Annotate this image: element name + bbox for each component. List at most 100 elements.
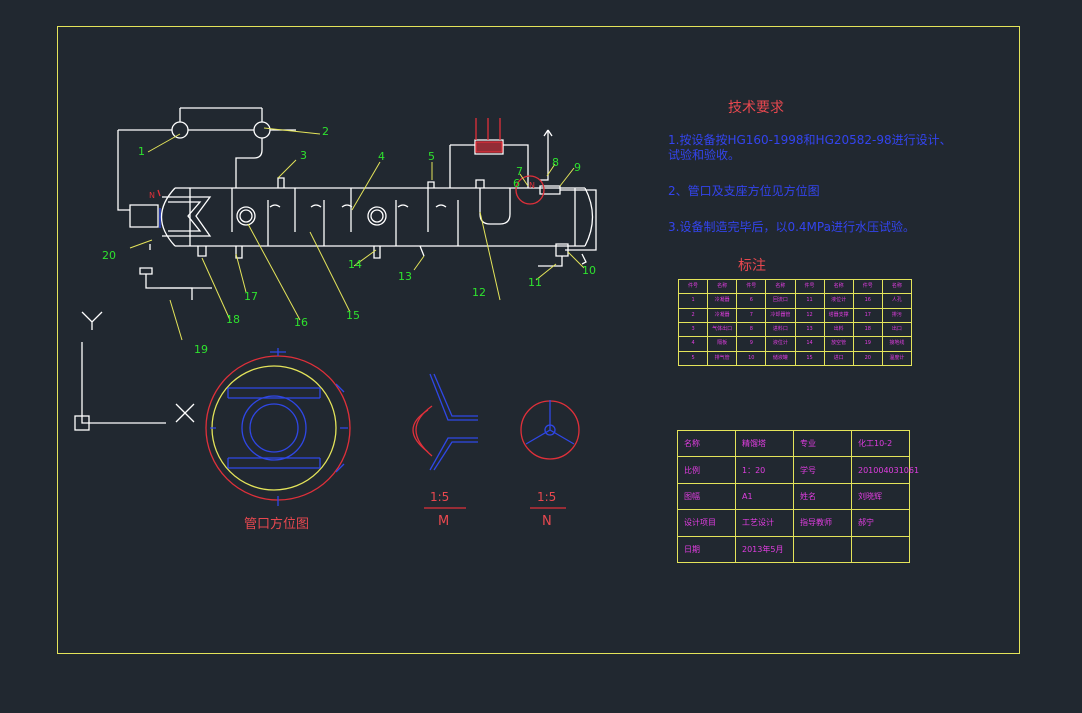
table-cell: 出料: [823, 321, 854, 338]
table-cell: 件号: [794, 278, 825, 295]
leader-lines: [129, 127, 585, 341]
callout-11: 11: [528, 276, 542, 289]
table-cell: 液位计: [823, 293, 854, 309]
title-block-cell: 指导教师: [793, 509, 852, 537]
title-block-cell: 工艺设计: [735, 509, 794, 537]
title-block-cell: 专业: [793, 429, 852, 458]
callout-15: 15: [346, 309, 360, 322]
ucs-axis-icon: [74, 311, 195, 431]
title-block-cell: 图幅: [677, 482, 736, 511]
table-cell: 塔器支撑: [823, 307, 854, 323]
table-cell: 进口: [823, 350, 854, 367]
callout-20: 20: [102, 249, 116, 262]
table-cell: 3: [677, 321, 709, 338]
title-block-cell: [793, 535, 852, 564]
parts-table-header: 件号名称件号名称件号名称件号名称: [677, 278, 913, 295]
table-cell: 温度计: [881, 350, 913, 367]
title-block-row: 名称精馏塔专业化工10-2: [677, 429, 910, 458]
table-cell: 4: [677, 336, 709, 352]
table-cell: 冷凝器: [707, 293, 738, 309]
table-cell: 排气管: [707, 350, 738, 367]
table-cell: 出口: [881, 321, 913, 338]
view-n-label: N: [542, 514, 552, 529]
vessel: [117, 107, 597, 300]
table-cell: 7: [736, 307, 767, 323]
callout-3: 3: [300, 149, 307, 162]
callout-2: 2: [322, 125, 329, 138]
table-cell: 液位计: [765, 336, 796, 352]
title-block-cell: 日期: [677, 535, 736, 564]
table-cell: 5: [677, 350, 709, 367]
vessel-highlights: [157, 118, 553, 228]
view-m-scale: 1:5: [430, 490, 450, 504]
title-block-cell: 设计项目: [677, 509, 736, 537]
callout-6: 6: [513, 177, 520, 190]
callout-4: 4: [378, 150, 385, 163]
table-cell: 进料口: [765, 321, 796, 338]
callout-9: 9: [574, 161, 581, 174]
requirement-1: 1.按设备按HG160-1998和HG20582-98进行设计、试验和验收。: [668, 133, 952, 162]
table-cell: 20: [852, 350, 883, 367]
table-cell: 接地线: [881, 336, 913, 352]
nozzle-orientation-view: [205, 348, 351, 506]
view-m: [412, 373, 478, 509]
callout-5: 5: [428, 150, 435, 163]
table-cell: 件号: [852, 278, 883, 295]
table-cell: 排污: [881, 307, 913, 323]
table-cell: 件号: [736, 278, 767, 295]
table-cell: 19: [852, 336, 883, 352]
title-block-cell: 1：20: [735, 456, 794, 484]
callout-14: 14: [348, 258, 362, 271]
view-n: [520, 400, 580, 509]
title-block-cell: 姓名: [793, 482, 852, 511]
title-block-row: 设计项目工艺设计指导教师郝宁: [677, 509, 910, 537]
table-cell: 气体出口: [707, 321, 738, 338]
table-cell: 17: [852, 307, 883, 323]
callout-7: 7: [516, 165, 523, 178]
table-cell: 15: [794, 350, 825, 367]
callout-17: 17: [244, 290, 258, 303]
drawing-frame: [57, 26, 1020, 654]
requirement-2: 2、管口及支座方位见方位图: [668, 184, 820, 198]
title-block-cell: 郝宁: [851, 509, 910, 537]
title-block-cell: 201004031061: [851, 456, 919, 484]
table-cell: 12: [794, 307, 825, 323]
title-block-cell: 精馏塔: [735, 429, 794, 458]
view-n-scale: 1:5: [537, 490, 557, 504]
legend-title: 标注: [738, 258, 766, 274]
table-cell: 件号: [677, 278, 709, 295]
requirement-3: 3.设备制造完毕后，以0.4MPa进行水压试验。: [668, 220, 915, 234]
view-m-label: M: [438, 514, 450, 529]
title-block-cell: 2013年5月: [735, 535, 794, 564]
title-block-cell: 刘晓辉: [851, 482, 910, 511]
table-cell: 名称: [881, 278, 913, 295]
node-mark-n-right: N: [529, 181, 535, 190]
callout-13: 13: [398, 270, 412, 283]
table-cell: 储液罐: [765, 350, 796, 367]
table-cell: 名称: [823, 278, 854, 295]
callout-18: 18: [226, 313, 240, 326]
callout-1: 1: [138, 145, 145, 158]
table-cell: 6: [736, 293, 767, 309]
table-cell: 13: [794, 321, 825, 338]
table-cell: 10: [736, 350, 767, 367]
title-block-cell: 化工10-2: [851, 429, 910, 458]
table-cell: 冷凝器: [707, 307, 738, 323]
table-cell: 16: [852, 293, 883, 309]
table-cell: 11: [794, 293, 825, 309]
callout-12: 12: [472, 286, 486, 299]
table-cell: 8: [736, 321, 767, 338]
title-block-cell: [851, 535, 910, 564]
table-cell: 放空管: [823, 336, 854, 352]
table-cell: 回流口: [765, 293, 796, 309]
